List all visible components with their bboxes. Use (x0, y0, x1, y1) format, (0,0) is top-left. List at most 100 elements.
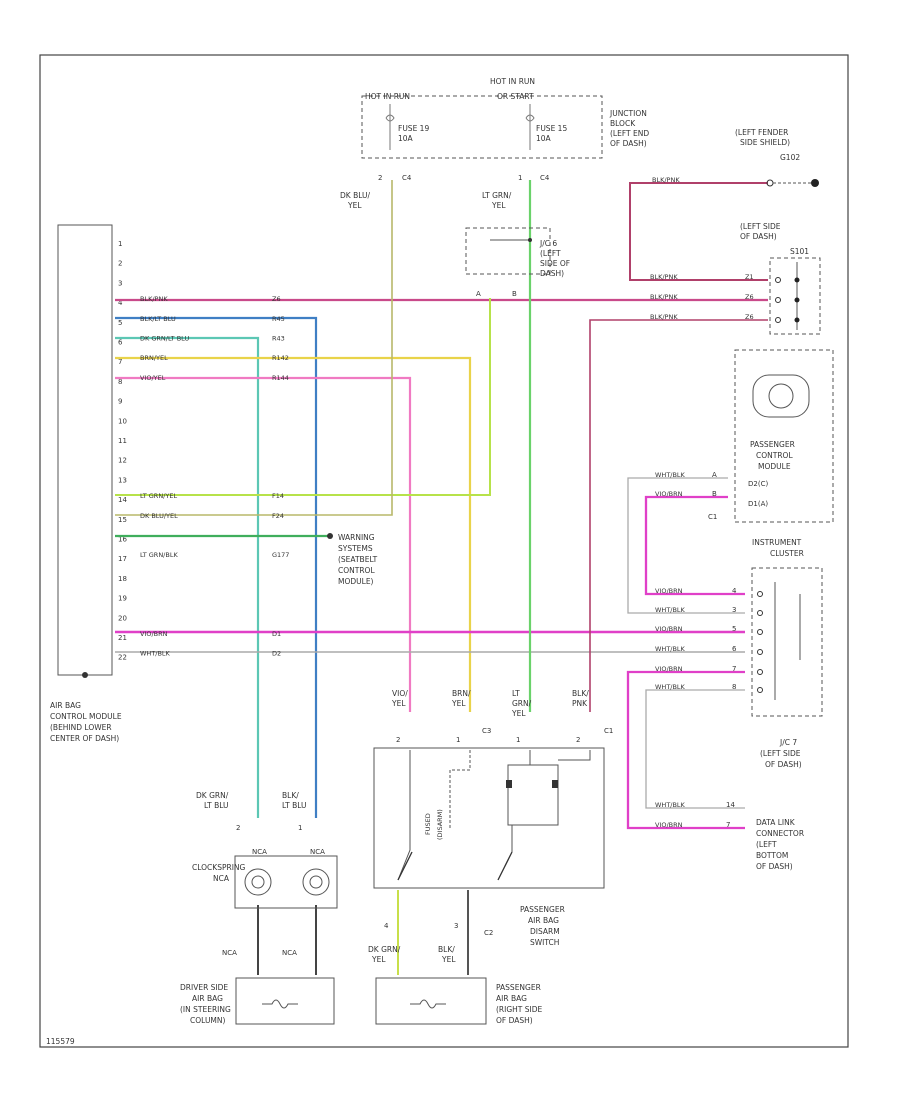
ic-terminal (757, 591, 763, 597)
ic-wire-pin: 7 (732, 665, 736, 673)
lsd-wire-color: BLK/PNK (650, 293, 678, 301)
jc7-label-2: (LEFT SIDE (760, 749, 801, 758)
wire-color-label: VIO/BRN (140, 630, 168, 638)
ic-wire-pin: 4 (732, 587, 737, 595)
jb-label-4: OF DASH) (610, 139, 647, 148)
ground-g102: (LEFT FENDER SIDE SHIELD) G102 BLK/PNK (652, 128, 819, 187)
jc6-label-3: SIDE OF (540, 259, 570, 268)
pass-bag-label-1: PASSENGER (496, 983, 541, 992)
switch-label-2: AIR BAG (528, 916, 559, 925)
switch-bottom-wire: YEL (441, 955, 456, 964)
cs-wire-right-2: LT BLU (282, 801, 307, 810)
hot-label-right: OR START (497, 92, 534, 101)
dk-blu-yel-label-2: YEL (347, 201, 362, 210)
ic-wire-pin: 8 (732, 683, 736, 691)
warn-label-2: SYSTEMS (338, 544, 373, 553)
pcm-seg2: D1(A) (748, 500, 768, 508)
module-pin-7: 7 (118, 358, 122, 366)
module-pin-14: 14 (118, 496, 127, 504)
fuse15-amp: 10A (536, 134, 552, 143)
lsd-wire-color: BLK/PNK (650, 313, 678, 321)
fuse19-amp: 10A (398, 134, 414, 143)
module-pin-17: 17 (118, 555, 127, 563)
switch-bottom-wire: BLK/ (438, 945, 455, 954)
jc7-label-3: OF DASH) (765, 760, 802, 769)
ic-wire-pin: 6 (732, 645, 737, 653)
module-pin-10: 10 (118, 417, 127, 425)
dlc-label-3: (LEFT (756, 840, 777, 849)
switch-wire-pin: 1 (516, 736, 520, 744)
cs-label-1: CLOCKSPRING (192, 863, 246, 872)
warn-label-3: (SEATBELT (338, 555, 378, 564)
lsd-splice-dot (794, 297, 800, 303)
wire-color-label: BLK/PNK (140, 295, 168, 303)
jb-label-2: BLOCK (610, 119, 636, 128)
lsd-label-2: OF DASH) (740, 232, 777, 241)
hot-label-left: HOT IN RUN (365, 92, 410, 101)
ic-terminal (757, 610, 763, 616)
cs-wire-left-1: DK GRN/ (196, 791, 229, 800)
pcm-label-2: CONTROL (756, 451, 793, 460)
cs-wire-left-2: LT BLU (204, 801, 229, 810)
cs-below-left: NCA (222, 949, 237, 957)
lsd-wire-circuit: Z6 (745, 293, 754, 301)
lsd-wire-color: BLK/PNK (650, 273, 678, 281)
warn-label-5: MODULE) (338, 577, 374, 586)
dlc-label-2: CONNECTOR (756, 829, 804, 838)
lt-grn-yel-label-1: LT GRN/ (482, 191, 512, 200)
wires (115, 180, 768, 975)
cs-pin-left: 2 (236, 824, 240, 832)
lt-grn-yel-label-2: YEL (491, 201, 506, 210)
lsd-splice-dot (794, 317, 800, 323)
lsd-label-1: (LEFT SIDE (740, 222, 781, 231)
module-pin-9: 9 (118, 398, 122, 406)
driver-bag-label-1: DRIVER SIDE (180, 983, 228, 992)
jc7-label-1: J/C 7 (779, 738, 797, 747)
ic-label-1: INSTRUMENT (752, 538, 802, 547)
switch-bottom-wire: YEL (371, 955, 386, 964)
cs-below-right: NCA (282, 949, 297, 957)
ic-label-2: CLUSTER (770, 549, 804, 558)
switch-conn-c2: C2 (484, 929, 493, 937)
wire-circuit-label: F24 (272, 512, 284, 520)
lsd-wire-circuit: Z6 (745, 313, 754, 321)
ic-terminal (757, 687, 763, 693)
module-pin-8: 8 (118, 378, 122, 386)
wire-color-label: VIO/YEL (140, 374, 166, 382)
module-pin-22: 22 (118, 654, 127, 662)
ground-label-3: G102 (780, 153, 800, 162)
module-pin-21: 21 (118, 634, 127, 642)
switch-wire-color: BLK/ (572, 689, 589, 698)
pin-2: 2 (378, 174, 382, 182)
switch-wire-color: YEL (391, 699, 406, 708)
pin-1: 1 (518, 174, 522, 182)
wire-circuit-label: D2 (272, 650, 281, 658)
switch-wire-color: VIO/ (392, 689, 408, 698)
module-pin-5: 5 (118, 319, 122, 327)
jc6-pin-a: A (476, 290, 481, 298)
switch-fuse-label-2: (DISARM) (436, 809, 444, 840)
jc6-label-4: DASH) (540, 269, 564, 278)
jc6-label-1: J/C 6 (539, 239, 557, 248)
ic-wire-pin: 3 (732, 606, 736, 614)
c4-right: C4 (540, 174, 550, 182)
pcm-seg1: D2(C) (748, 480, 768, 488)
ic-wire-color: VIO/BRN (655, 665, 683, 673)
ic-wire-color: WHT/BLK (655, 606, 686, 614)
switch-conn-c3: C3 (482, 727, 491, 735)
module-pin-11: 11 (118, 437, 127, 445)
lsd-splice-dot (794, 277, 800, 283)
module-pin-6: 6 (118, 339, 123, 347)
wire-circuit-label: D1 (272, 630, 281, 638)
module-pin-20: 20 (118, 614, 127, 622)
ic-wire-color: VIO/BRN (655, 587, 683, 595)
pcm-label-1: PASSENGER (750, 440, 795, 449)
ground-label-1: (LEFT FENDER (735, 128, 788, 137)
